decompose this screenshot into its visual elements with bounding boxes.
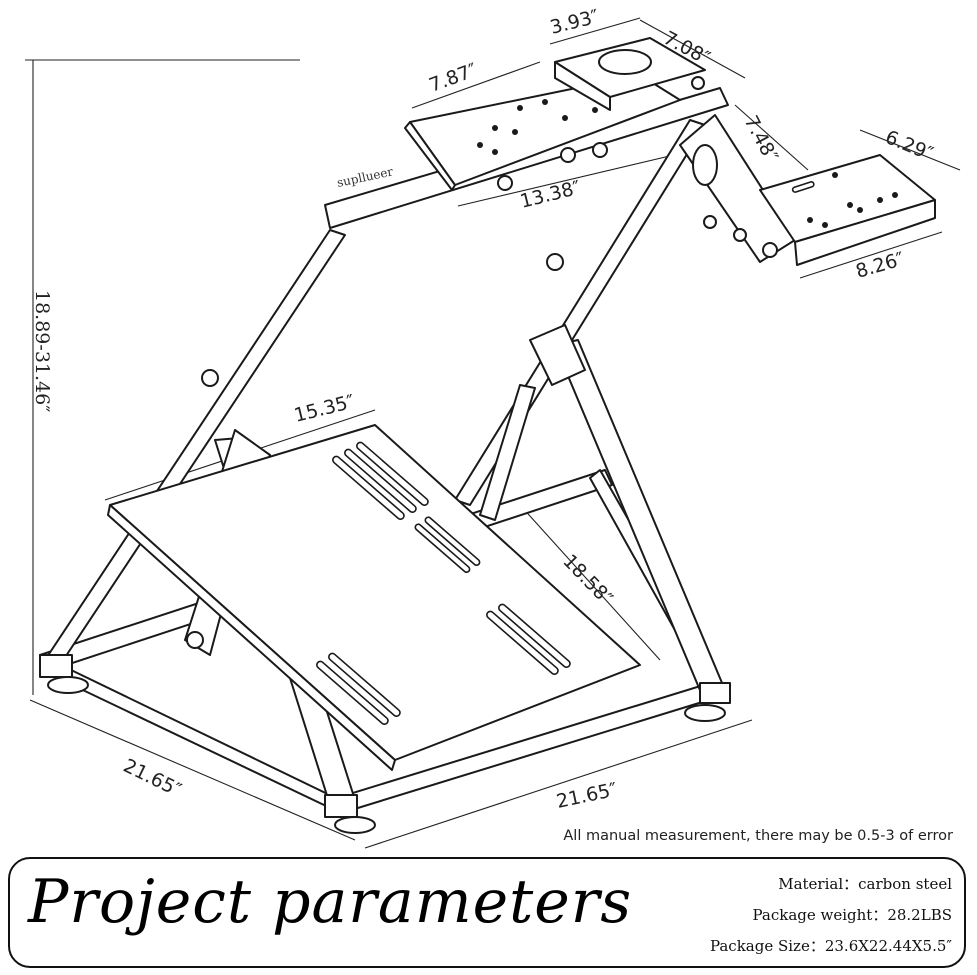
- parameters-panel: Project parameters Material：carbon steel…: [8, 857, 966, 968]
- cup-holder: [554, 37, 706, 111]
- wheel-plate: [404, 74, 681, 191]
- spec-label: Package weight：: [752, 906, 888, 924]
- dim-shifter-plate-depth: 6.29″: [882, 126, 936, 165]
- dim-top-bar-length: 13.38″: [518, 177, 583, 213]
- foot-left-rear: [39, 654, 73, 678]
- dim-seat-plate-width: 7.87″: [426, 59, 480, 97]
- spec-material: Material：carbon steel: [778, 873, 952, 894]
- spec-package-size: Package Size：23.6X22.44X5.5″: [710, 935, 952, 956]
- dim-base-width: 21.65″: [554, 779, 619, 813]
- spec-label: Material：: [778, 875, 859, 893]
- dimension-lines: [25, 17, 961, 849]
- pedal-plate: [107, 424, 641, 771]
- spec-package-weight: Package weight：28.2LBS: [752, 904, 952, 925]
- stand-diagram: supllueer 7.87″ 3.93″ 7.08″ 7.48″ 6.29″ …: [25, 6, 961, 849]
- dim-base-depth: 21.65″: [120, 755, 185, 802]
- spec-value: 28.2LBS: [887, 906, 952, 924]
- dim-cup-depth: 3.93″: [548, 6, 601, 39]
- foot-left-front: [324, 794, 358, 818]
- spec-value: 23.6X22.44X5.5″: [824, 937, 952, 955]
- dim-shifter-arm: 7.48″: [740, 112, 783, 166]
- spec-label: Package Size：: [709, 937, 825, 955]
- panel-title: Project parameters: [28, 867, 633, 937]
- dim-height-range: 18.89-31.46″: [31, 290, 53, 412]
- dim-pedal-plate-width: 15.35″: [292, 391, 357, 427]
- shifter-mount: [679, 114, 936, 266]
- dim-shifter-plate-width: 8.26″: [853, 248, 907, 283]
- measurement-note: All manual measurement, there may be 0.5…: [563, 828, 953, 844]
- foot-right-front: [699, 682, 731, 704]
- spec-value: carbon steel: [858, 875, 952, 893]
